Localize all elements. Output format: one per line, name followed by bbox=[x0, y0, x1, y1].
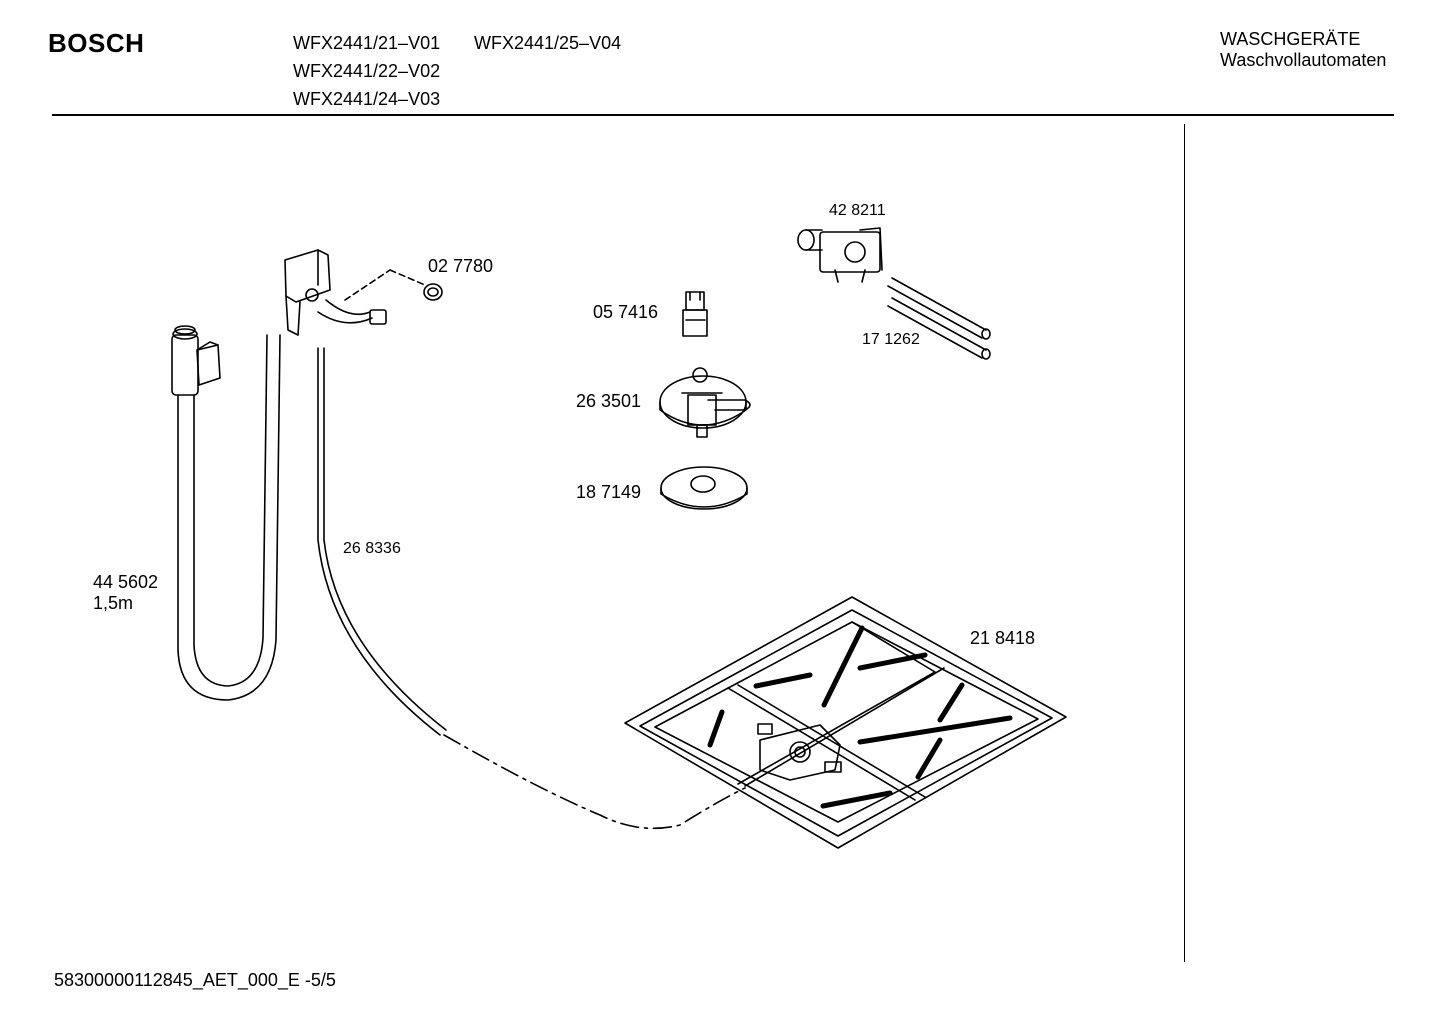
header-divider bbox=[52, 114, 1394, 116]
sidebar-divider bbox=[1184, 124, 1185, 962]
part-number-263501: 26 3501 bbox=[576, 391, 642, 411]
seal-ring-part bbox=[423, 283, 443, 301]
part-length-445602: 1,5m bbox=[93, 593, 134, 613]
inlet-hose-part bbox=[171, 325, 281, 701]
category-subtitle: Waschvollautomaten bbox=[1220, 50, 1387, 70]
drain-tube-part bbox=[317, 347, 746, 830]
tray-ribs bbox=[707, 625, 1013, 809]
tube-pair-part bbox=[887, 277, 991, 360]
model-number-1: WFX2441/21–V01 bbox=[293, 33, 441, 53]
float-switch-part bbox=[659, 367, 751, 438]
part-number-171262: 17 1262 bbox=[862, 331, 920, 348]
part-number-057416: 05 7416 bbox=[593, 302, 659, 322]
brand-logo: BOSCH bbox=[48, 28, 145, 58]
part-number-027780: 02 7780 bbox=[428, 256, 494, 276]
plug-connector-part bbox=[682, 291, 708, 337]
part-number-268336: 26 8336 bbox=[343, 540, 401, 557]
model-number-3: WFX2441/22–V02 bbox=[293, 61, 441, 81]
float-disc-part bbox=[660, 466, 748, 510]
part-number-218418: 21 8418 bbox=[970, 628, 1036, 648]
model-number-4: WFX2441/24–V03 bbox=[293, 89, 441, 109]
part-number-428211: 42 8211 bbox=[829, 202, 886, 219]
document-id: 58300000112845_AET_000_E -5/5 bbox=[54, 970, 336, 990]
part-number-445602: 44 5602 bbox=[93, 572, 159, 592]
aquastop-valve-part bbox=[284, 249, 426, 336]
category-title: WASCHGERÄTE bbox=[1220, 29, 1361, 49]
inlet-valve-part bbox=[797, 227, 883, 283]
base-tray-part bbox=[624, 596, 1067, 849]
part-number-187149: 18 7149 bbox=[576, 482, 642, 502]
model-number-2: WFX2441/25–V04 bbox=[474, 33, 622, 53]
